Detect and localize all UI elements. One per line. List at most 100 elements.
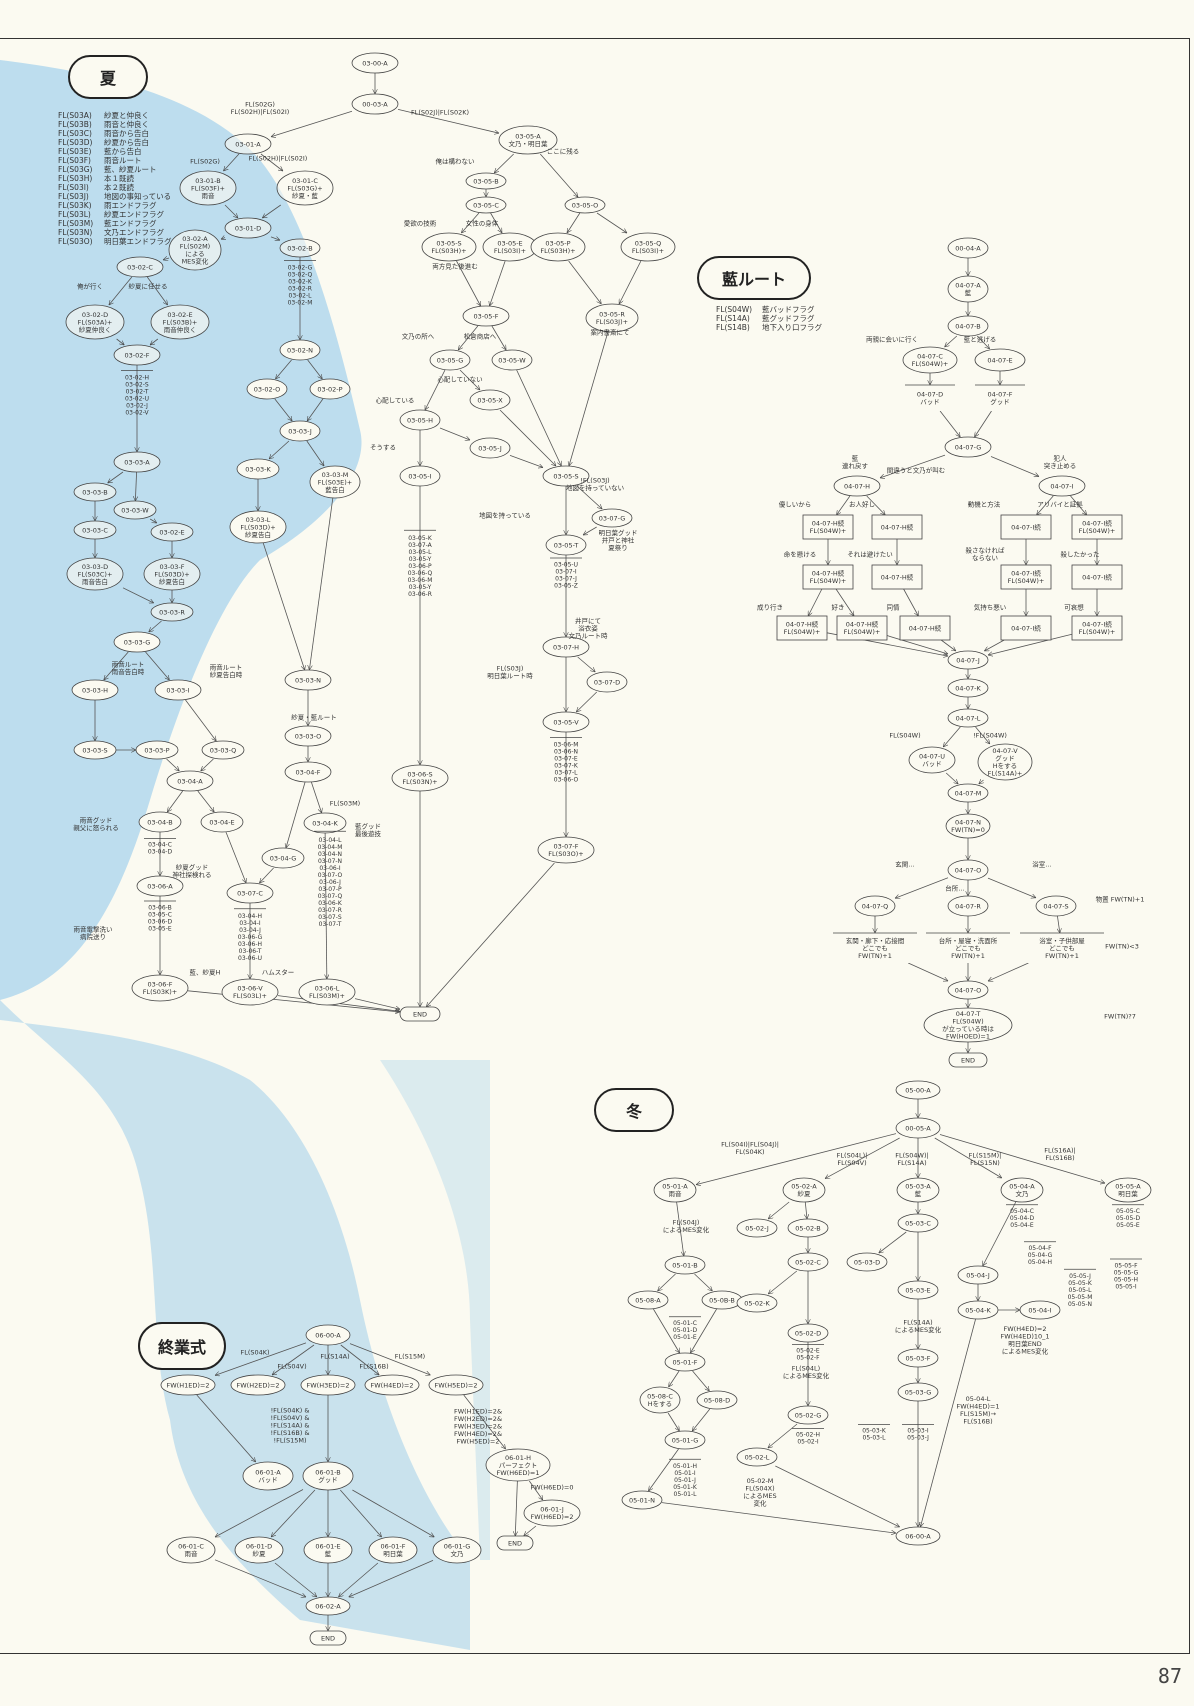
node-label: 03-04-F — [296, 768, 321, 776]
flow-node: 03-03-W — [113, 500, 157, 520]
node-label: 03-06-A — [147, 882, 173, 890]
node-label: 03-05-I — [408, 472, 431, 480]
node-label: END — [961, 1056, 975, 1064]
flow-edge — [825, 1137, 900, 1179]
flow-node: 03-05-C — [465, 196, 507, 214]
condition-text: 俺は構わない — [436, 156, 475, 165]
node-label: 03-05-G — [437, 356, 464, 364]
node-label: END — [321, 1634, 335, 1642]
node-ellipse — [591, 508, 633, 528]
edge-condition-label: FL(S03J)明日葉ルート時 — [487, 665, 533, 681]
node-label: 03-05-W — [498, 356, 526, 364]
flag-description: 藍、紗夏ルート — [104, 165, 157, 174]
flag-code: FL(S03B) — [58, 120, 92, 129]
condition-text: FL(S04J)によるMES変化 — [663, 1219, 710, 1235]
condition-text: 殺さなければならない — [966, 546, 1006, 563]
flow-node: 03-03-J — [279, 420, 321, 442]
node-ellipse — [131, 974, 189, 1002]
legend-row: FL(S03A)紗夏と仲良く — [58, 111, 172, 120]
flag-description: 本１既読 — [104, 174, 134, 183]
condition-text: ハムスター — [262, 967, 295, 976]
flow-node: 03-02-F — [113, 344, 161, 366]
node-label: 04-07-L — [956, 714, 981, 722]
flag-code: FL(S03N) — [58, 228, 93, 237]
node-ellipse — [261, 847, 305, 869]
node-ellipse — [236, 458, 280, 480]
node-label: 03-02-B — [287, 244, 312, 252]
node-label: 05-03-C — [905, 1219, 931, 1227]
flow-node: 05-01-B — [664, 1255, 706, 1275]
flow-node: 03-06-A — [136, 875, 184, 897]
node-ellipse — [364, 1374, 420, 1396]
condition-text: 藍と逃げる — [964, 334, 997, 343]
flag-code: FL(S03C) — [58, 129, 92, 138]
flow-edge — [775, 1465, 899, 1528]
flow-node: 03-05-T — [545, 534, 587, 556]
flow-edge — [945, 335, 958, 347]
flow-edge — [692, 1370, 710, 1391]
node-label: 06-02-A — [315, 1602, 341, 1610]
flow-node: 04-07-G — [944, 436, 992, 458]
node-box — [1071, 564, 1123, 590]
edge-condition-label: 雨音ルート紗夏告白時 — [210, 663, 243, 680]
node-ellipse — [545, 534, 587, 556]
edge-condition-label: 心配している — [376, 396, 415, 404]
node-ellipse — [485, 1448, 551, 1482]
flow-edge — [934, 1137, 1002, 1179]
node-ellipse — [428, 1374, 484, 1396]
flag-description: 藍エンドフラグ — [104, 219, 157, 228]
flow-edge — [568, 260, 602, 304]
node-label: 04-07-B — [955, 322, 980, 330]
condition-text: 紗夏・藍ルート — [291, 712, 337, 721]
edge-condition-label: お人好し — [849, 499, 875, 508]
edge-condition-label: そうする — [370, 443, 396, 451]
flow-edge — [463, 1394, 506, 1449]
flow-edge — [694, 1273, 713, 1291]
legend-row: FL(S03C)雨音から告白 — [58, 129, 172, 138]
condition-text: FL(S14A) — [320, 1352, 349, 1360]
flow-node: 04-07-H続 — [899, 615, 951, 641]
flow-node: 04-07-S — [1035, 895, 1077, 917]
condition-text: FL(S03J)明日葉ルート時 — [487, 665, 533, 681]
flow-node: 03-01-D — [224, 217, 272, 239]
legend-row: FL(S03J)地図の事知っている — [58, 192, 172, 201]
flow-edge — [325, 832, 327, 979]
condition-text: !FL(S03J)地図を持っていない — [566, 477, 624, 493]
edge-condition-label: 女性の身体 — [466, 218, 499, 227]
edge-condition-label: 俺が行く — [77, 281, 103, 290]
condition-text: 井戸にて浴衣姿文乃ルート時 — [569, 616, 609, 640]
edge-condition-label: FL(S04W) — [889, 731, 920, 739]
node-label: 04-07-J — [956, 656, 980, 664]
edge-condition-label: FL(S04J)によるMES変化 — [663, 1219, 710, 1235]
condition-text: 心配している — [376, 396, 415, 404]
flow-node: 04-07-I続 — [1000, 514, 1052, 540]
edge-condition-label: 台所… — [945, 883, 965, 892]
node-ellipse — [150, 602, 194, 622]
condition-text: そうする — [370, 443, 396, 451]
flag-description: 明日葉エンドフラグ — [104, 237, 172, 246]
node-label: 03-03-B — [82, 488, 107, 496]
flow-edge — [835, 588, 854, 616]
condition-text: FW(TN)?7 — [1104, 1012, 1136, 1020]
node-label: 05-01-F — [673, 1358, 698, 1366]
flow-node: 03-03-C — [73, 520, 117, 540]
node-ellipse — [305, 1324, 351, 1346]
node-label: END — [508, 1539, 522, 1547]
node-ellipse — [639, 1386, 681, 1414]
